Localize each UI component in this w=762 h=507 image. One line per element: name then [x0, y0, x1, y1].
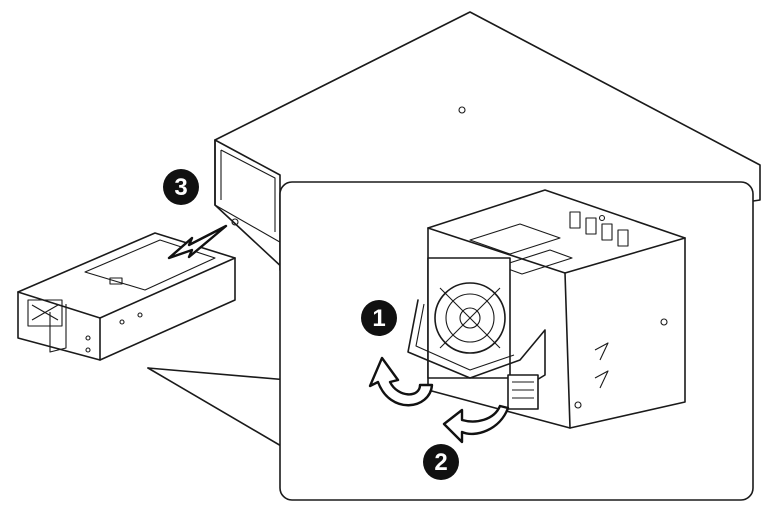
step-callout-3: 3	[163, 169, 199, 205]
pull-arrow-icon	[442, 404, 510, 444]
screw-icon	[458, 106, 466, 114]
magnified-detail-callout	[279, 181, 754, 501]
step-number: 1	[372, 305, 385, 332]
screw-icon	[231, 218, 239, 226]
psu-module-removed	[17, 232, 236, 361]
step-callout-2: 2	[423, 444, 459, 480]
rotate-arrow-icon	[368, 356, 434, 407]
callout-connector	[147, 367, 289, 451]
release-latch	[507, 374, 539, 410]
step-number: 2	[434, 449, 447, 476]
release-handle	[407, 299, 546, 391]
step-callout-1: 1	[361, 300, 397, 336]
step-number: 3	[174, 174, 187, 201]
pull-arrow-icon	[167, 224, 228, 260]
